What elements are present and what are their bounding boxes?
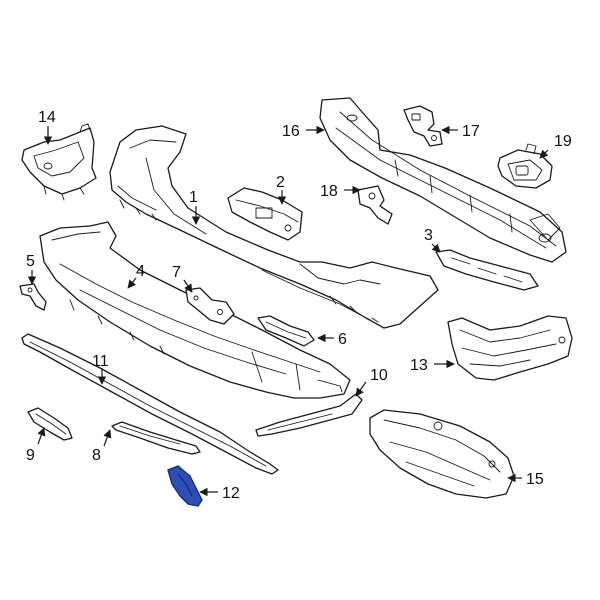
callout-19: 19 <box>554 133 572 150</box>
callout-2: 2 <box>276 174 285 191</box>
callout-7: 7 <box>172 264 181 281</box>
part-11-molding-strip[interactable] <box>21 333 279 475</box>
callout-18: 18 <box>320 183 338 200</box>
callout-16: 16 <box>282 123 300 140</box>
part-10-trim-strip[interactable] <box>255 393 363 437</box>
part-12-highlighted-bracket[interactable] <box>167 465 203 507</box>
part-7-bracket[interactable] <box>185 287 235 325</box>
callout-4: 4 <box>136 263 145 280</box>
callout-6: 6 <box>338 331 347 348</box>
callout-9: 9 <box>26 447 35 464</box>
part-19-sensor-bracket[interactable] <box>497 143 553 189</box>
callout-1: 1 <box>189 189 198 206</box>
part-5-clip[interactable] <box>19 283 47 311</box>
leader-19 <box>539 149 549 159</box>
part-17-bracket[interactable] <box>403 105 443 147</box>
callout-3: 3 <box>424 227 433 244</box>
callout-13: 13 <box>410 357 428 374</box>
leader-10 <box>355 381 367 397</box>
part-1-bumper-cover[interactable] <box>109 125 439 329</box>
part-8-trim-strip[interactable] <box>111 421 201 455</box>
leader-lines <box>27 125 549 497</box>
callout-15: 15 <box>526 471 544 488</box>
leader-3 <box>431 243 441 253</box>
callout-11: 11 <box>92 353 109 370</box>
part-18-mounting-clip[interactable] <box>357 185 393 225</box>
callout-5: 5 <box>26 253 35 270</box>
callout-17: 17 <box>462 123 480 140</box>
part-15-undertray[interactable] <box>369 409 515 499</box>
leader-4 <box>127 277 137 289</box>
leader-7 <box>183 279 193 293</box>
part-4-lower-valance[interactable] <box>39 221 351 399</box>
callout-8: 8 <box>92 447 101 464</box>
leader-9 <box>37 427 46 445</box>
callout-12: 12 <box>222 485 240 502</box>
callout-10: 10 <box>370 367 388 384</box>
part-3-trim-strip[interactable] <box>435 249 539 291</box>
part-14-side-bracket[interactable] <box>21 123 97 201</box>
part-6-trim-piece[interactable] <box>257 315 315 347</box>
part-16-reinforcement-beam[interactable] <box>319 97 567 263</box>
part-9-small-trim[interactable] <box>27 407 73 441</box>
callout-14: 14 <box>38 109 56 126</box>
callout-labels: 1 2 3 4 5 6 7 8 9 10 11 12 13 14 15 16 1… <box>26 109 572 502</box>
part-2-center-bracket[interactable] <box>227 187 303 241</box>
part-13-side-cover[interactable] <box>447 315 573 381</box>
leader-8 <box>103 429 112 447</box>
